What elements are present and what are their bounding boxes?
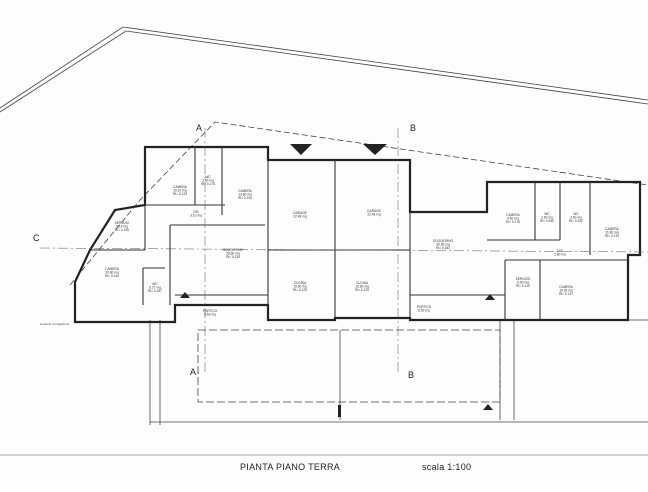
section-lines	[39, 128, 648, 372]
plan-title: PIANTA PIANO TERRA	[240, 462, 341, 472]
section-b-bottom: B	[408, 370, 414, 380]
section-a-top: A	[196, 123, 202, 133]
interior-walls	[90, 147, 628, 320]
plan-scale: scala 1:100	[422, 462, 472, 472]
plan-note: impianto di irrigazione	[40, 322, 70, 326]
exterior-walls	[73, 145, 642, 324]
section-c: C	[33, 233, 40, 243]
site-boundary	[0, 26, 648, 456]
entrance-markers	[180, 144, 495, 417]
section-a-bottom: A	[190, 367, 196, 377]
section-b-top: B	[410, 123, 416, 133]
section-mark-labels: A B A B C impianto di irrigazione	[33, 123, 416, 380]
